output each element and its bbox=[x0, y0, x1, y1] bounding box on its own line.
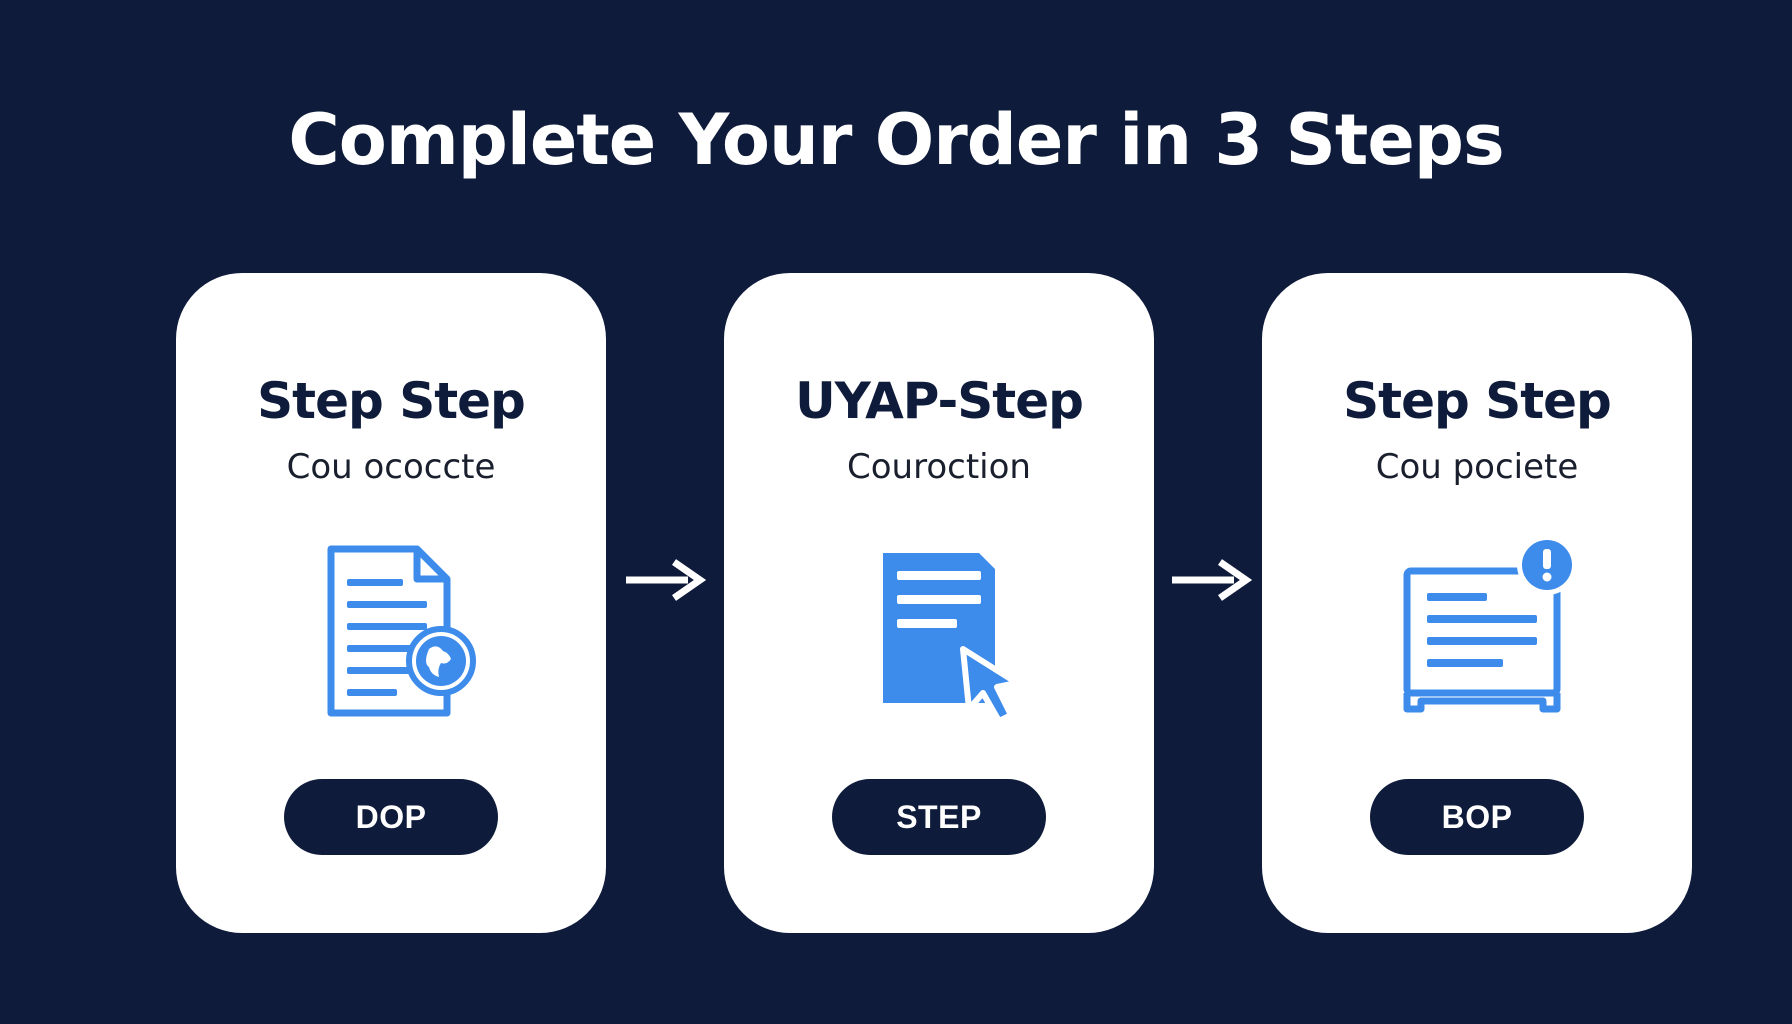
step-3-button[interactable]: BOP bbox=[1370, 779, 1584, 855]
step-card-3: Step Step Cou pociete BOP bbox=[1262, 273, 1692, 933]
step-1-heading: Step Step bbox=[257, 372, 526, 430]
document-alert-icon bbox=[1403, 535, 1577, 713]
page-title: Complete Your Order in 3 Steps bbox=[288, 99, 1504, 181]
document-globe-icon bbox=[327, 545, 476, 717]
step-1-subtitle: Cou ococcte bbox=[286, 447, 496, 487]
right-arrow-icon bbox=[1172, 559, 1253, 601]
step-card-1: Step Step Cou ococcte DOP bbox=[176, 273, 606, 933]
step-2-subtitle: Couroction bbox=[847, 447, 1031, 487]
right-arrow-icon bbox=[626, 559, 707, 601]
step-1-button[interactable]: DOP bbox=[284, 779, 498, 855]
document-cursor-icon bbox=[883, 553, 1020, 724]
step-2-button[interactable]: STEP bbox=[832, 779, 1046, 855]
step-card-2: UYAP-Step Couroction STEP bbox=[724, 273, 1154, 933]
step-2-heading: UYAP-Step bbox=[795, 372, 1084, 430]
step-3-heading: Step Step bbox=[1343, 372, 1612, 430]
step-3-subtitle: Cou pociete bbox=[1375, 447, 1579, 487]
